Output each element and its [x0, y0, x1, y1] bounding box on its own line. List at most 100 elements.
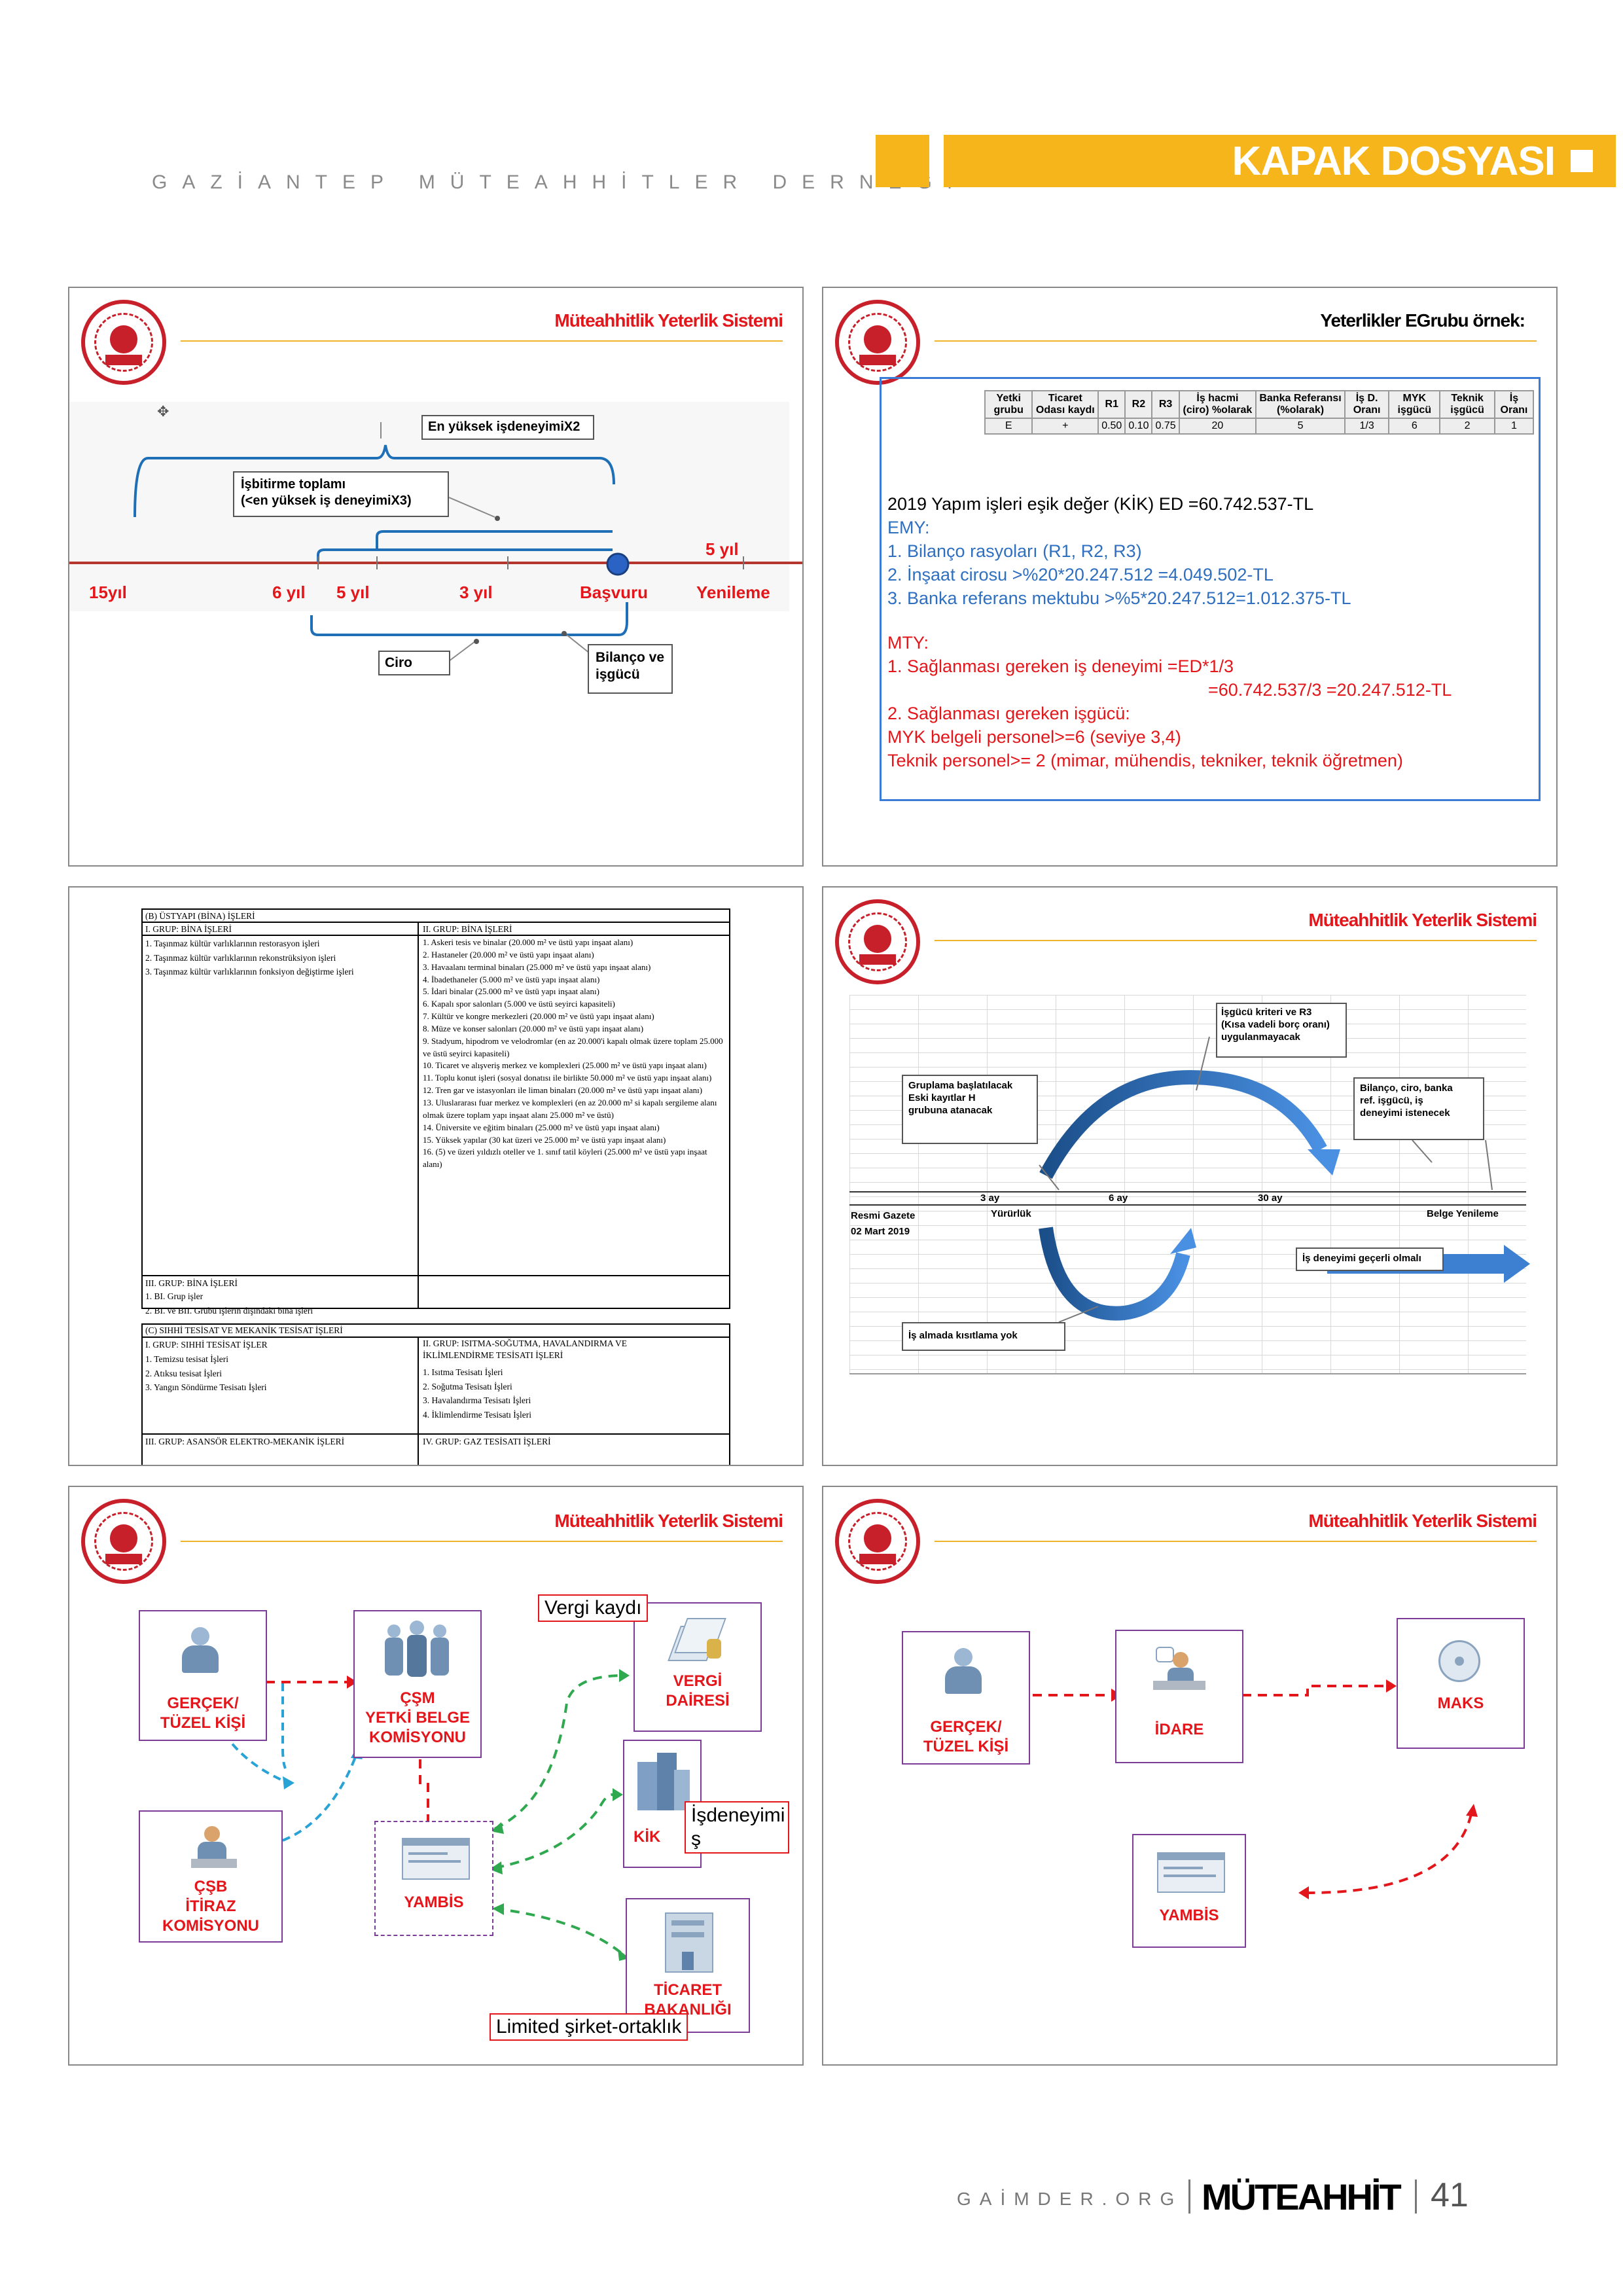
label-resmi-line1: Resmi Gazete — [851, 1210, 916, 1221]
node-gercek-label: GERÇEK/ TÜZEL KİŞİ — [160, 1695, 246, 1732]
arc-bottom — [1039, 1227, 1190, 1321]
list-item: 1. Askeri tesis ve binalar (20.000 m² ve… — [423, 937, 633, 947]
list-item: 10. Ticaret ve alışveriş merkez ve kompl… — [423, 1060, 707, 1071]
arrow-gercek-itiraz — [281, 1683, 287, 1769]
box-isgucu-line3: uygulanmayacak — [1221, 1031, 1300, 1043]
list-item: 15. Yüksek yapılar (30 kat üzeri ve 25.0… — [423, 1134, 666, 1145]
cell: 0.10 — [1124, 418, 1153, 435]
box-isbitirme: İşbitirme toplamı(<en yüksek iş deneyimi… — [233, 471, 449, 517]
title-underline — [935, 1541, 1537, 1542]
list-item: 6. Kapalı spor salonları (5.000 ve üstü … — [423, 999, 615, 1009]
tick-5yil: 5 yıl — [336, 583, 370, 602]
th-r3: R3 — [1151, 390, 1180, 419]
g2-list: 1. Askeri tesis ve binalar (20.000 m² ve… — [423, 937, 726, 1171]
c3-head: III. GRUP: ASANSÖR ELEKTRO-MEKANİK İŞLER… — [145, 1437, 345, 1446]
table-row: E + 0.50 0.10 0.75 20 5 1/3 6 2 1 — [984, 418, 1535, 435]
sec-b-title: (B) ÜSTYAPI (BİNA) İŞLERİ — [145, 911, 255, 921]
arrow-yambis-kik — [494, 1793, 613, 1869]
node-kik-label: KİK — [633, 1828, 661, 1846]
group-icon — [383, 1619, 455, 1678]
callout-is-deneyimi-line2: ş — [691, 1828, 701, 1850]
node-gercek-tuzel[interactable]: GERÇEK/ TÜZEL KİŞİ — [902, 1631, 1030, 1765]
box-is-deneyimi: İş deneyimi geçerli olmalı — [1296, 1247, 1444, 1271]
slide-title: Müteahhitlik Yeterlik Sistemi — [554, 310, 783, 331]
node-csm-komisyon[interactable]: ÇŞM YETKİ BELGE KOMİSYONU — [353, 1610, 482, 1758]
node-yambis[interactable]: YAMBİS — [374, 1821, 493, 1936]
text-mty4: Teknik personel>= 2 (mimar, mühendis, te… — [887, 751, 1403, 770]
node-maks-label: MAKS — [1437, 1695, 1484, 1712]
text-emy: EMY: — [887, 518, 930, 537]
doc-table-c — [141, 1323, 730, 1465]
node-maks[interactable]: MAKS — [1397, 1618, 1525, 1749]
text-emy1: 1. Bilanço rasyoları (R1, R2, R3) — [887, 541, 1142, 561]
th-is-orani: İş Oranı — [1493, 390, 1535, 419]
list-item: 14. Üniversite ve eğitim binaları (25.00… — [423, 1122, 660, 1132]
c4-head: IV. GRUP: GAZ TESİSATI İŞLERİ — [423, 1437, 551, 1446]
arrow-idare-maks — [1242, 1685, 1386, 1696]
tick-basvuru: Başvuru — [580, 583, 649, 602]
cell: 20 — [1178, 418, 1257, 435]
node-ticaret-bakanligi[interactable]: TİCARET BAKANLIĞI — [626, 1898, 750, 2033]
g1-head: I. GRUP: BİNA İŞLERİ — [145, 924, 232, 934]
node-vergi-dairesi[interactable]: VERGİ DAİRESİ — [633, 1602, 762, 1732]
yeterlik-table: Yetki grubu Ticaret Odası kaydı R1 R2 R3… — [984, 390, 1535, 435]
list-item: 3. Taşınmaz kültür varlıklarının fonksiy… — [145, 967, 354, 977]
node-idare[interactable]: İDARE — [1115, 1630, 1243, 1763]
slide-e-group: Yeterlikler EGrubu örnek: Yetki grubu Ti… — [822, 287, 1558, 867]
box-bilanco-line1: Bilanço ve — [596, 650, 665, 665]
buildings-icon — [637, 1753, 690, 1812]
slide-transition: Müteahhitlik Yeterlik Sistemi İşgücü kri… — [822, 886, 1558, 1466]
documents-icon — [668, 1613, 726, 1665]
g3-list: 1. BI. Grup işler 2. BI. ve BII. Grubu i… — [145, 1289, 313, 1318]
callout-vergi-kaydi: Vergi kaydı — [538, 1594, 649, 1622]
node-yambis-label: YAMBİS — [1159, 1907, 1219, 1924]
spreadsheet-grid — [849, 995, 1526, 1374]
desk-person-icon — [1153, 1647, 1205, 1693]
text-mty1b: =60.742.537/3 =20.247.512-TL — [1208, 680, 1452, 700]
node-gercek-tuzel[interactable]: GERÇEK/ TÜZEL KİŞİ — [139, 1610, 267, 1741]
tick-15yil: 15yıl — [89, 583, 127, 602]
node-yambis[interactable]: YAMBİS — [1132, 1834, 1246, 1948]
cell: 1/3 — [1344, 418, 1390, 435]
label-6ay: 6 ay — [1109, 1193, 1128, 1204]
box-isgucu: İşgücü kriteri ve R3 (Kısa vadeli borç o… — [1216, 1003, 1347, 1058]
node-itiraz-komisyonu[interactable]: ÇŞB İTİRAZ KOMİSYONU — [139, 1810, 283, 1943]
th-r2: R2 — [1124, 390, 1153, 419]
arrows-svg — [1039, 1036, 1530, 1323]
list-item: 1. BI. Grup işler — [145, 1291, 204, 1301]
page-number: 41 — [1431, 2176, 1469, 2214]
box-gruplama-line1: Gruplama başlatılacak — [908, 1080, 1013, 1091]
slide-title: Müteahhitlik Yeterlik Sistemi — [1308, 910, 1537, 930]
header-accent-block — [876, 135, 929, 187]
brace-mid — [376, 530, 613, 550]
list-item: 3. Havaalanı terminal binaları (25.000 m… — [423, 961, 651, 972]
window-icon — [1157, 1852, 1225, 1893]
sec-c-title: (C) SIHHİ TESİSAT VE MEKANİK TESİSAT İŞL… — [145, 1325, 343, 1335]
footer-brand: MÜTEAHHİT — [1202, 2176, 1402, 2217]
window-icon — [402, 1838, 470, 1880]
list-item: 2. Taşınmaz kültür varlıklarının rekonst… — [145, 952, 336, 963]
th-myk: MYK işgücü — [1388, 390, 1441, 419]
cell: 0.75 — [1151, 418, 1180, 435]
slide-groups-table: (B) ÜSTYAPI (BİNA) İŞLERİ I. GRUP: BİNA … — [68, 886, 804, 1466]
node-gercek-label: GERÇEK/ TÜZEL KİŞİ — [923, 1718, 1009, 1755]
text-mty3: MYK belgeli personel>=6 (seviye 3,4) — [887, 727, 1181, 747]
arrow-itiraz-csm — [282, 1755, 357, 1842]
callout-is-deneyimi-line1: İşdeneyimi — [691, 1804, 785, 1826]
cell: 5 — [1255, 418, 1346, 435]
list-item: 8. Müze ve konser salonları (20.000 m² v… — [423, 1023, 644, 1033]
arrow-yambis-ticaret — [494, 1907, 624, 1956]
box-gruplama-line2: Eski kayıtlar H — [908, 1092, 976, 1103]
g2-head: II. GRUP: BİNA İŞLERİ — [423, 924, 512, 934]
node-yambis-label: YAMBİS — [404, 1893, 464, 1911]
node-csm-label: ÇŞM YETKİ BELGE KOMİSYONU — [365, 1689, 471, 1746]
cell: 0.50 — [1097, 418, 1126, 435]
footer-divider — [1415, 2179, 1417, 2214]
label-resmi-gazete: Resmi Gazete 02 Mart 2019 — [851, 1208, 915, 1240]
list-item: 1. Taşınmaz kültür varlıklarının restora… — [145, 939, 320, 948]
slide-title: Müteahhitlik Yeterlik Sistemi — [554, 1511, 783, 1531]
c2-head-line1: II. GRUP: ISITMA-SOĞUTMA, HAVALANDIRMA V… — [423, 1338, 628, 1348]
text-emy2: 2. İnşaat cirosu >%20*20.247.512 =4.049.… — [887, 565, 1274, 584]
section-banner: KAPAK DOSYASI — [944, 135, 1616, 187]
